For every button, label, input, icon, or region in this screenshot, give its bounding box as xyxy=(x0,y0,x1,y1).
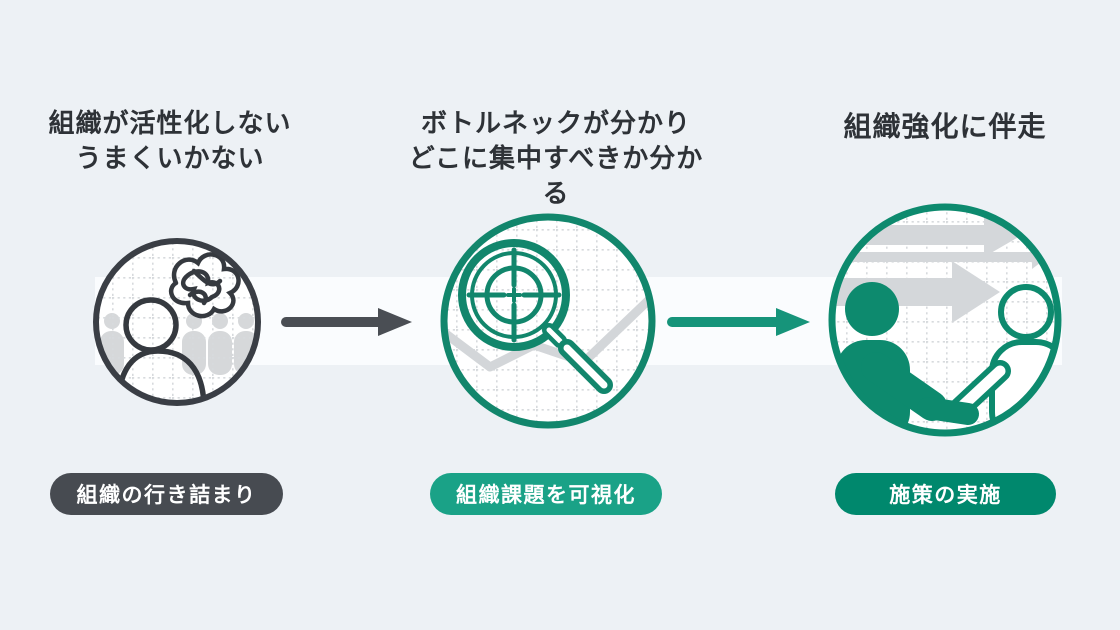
step1-heading-line1: 組織が活性化しない xyxy=(48,108,292,138)
handshake-icon xyxy=(828,203,1062,437)
arrow-teal-icon xyxy=(667,308,810,336)
arrow-step2-to-step3 xyxy=(664,304,816,345)
step1-heading-line2: うまくいかない xyxy=(75,143,265,173)
step3-heading: 組織強化に伴走 xyxy=(795,109,1095,144)
magnifier-handle xyxy=(542,323,613,394)
circle-ring xyxy=(440,213,656,429)
circle-ring xyxy=(93,238,261,406)
step2-heading-line2: どこに集中すべきか分かる xyxy=(408,143,704,208)
circle-ring xyxy=(828,203,1062,437)
step1-label-pill: 組織の行き詰まり xyxy=(50,473,283,515)
step2-circle xyxy=(436,209,660,438)
magnifier-target-icon xyxy=(440,213,656,429)
step1-label: 組織の行き詰まり xyxy=(76,484,257,507)
step3-heading-line1: 組織強化に伴走 xyxy=(843,111,1047,142)
step2-label: 組織課題を可視化 xyxy=(456,484,636,507)
step3-label-pill: 施策の実施 xyxy=(835,473,1056,515)
arrow-step1-to-step2 xyxy=(278,304,418,345)
step3-circle xyxy=(826,201,1064,444)
confused-person-icon xyxy=(93,238,261,406)
step2-heading-line1: ボトルネックが分かり xyxy=(420,108,691,138)
step1-heading: 組織が活性化しない うまくいかない xyxy=(20,106,320,176)
scribble-tangle-icon xyxy=(168,252,241,319)
magnifier-icon xyxy=(458,239,613,394)
step2-label-pill: 組織課題を可視化 xyxy=(430,473,662,515)
step3-label: 施策の実施 xyxy=(889,484,1002,507)
step2-heading: ボトルネックが分かり どこに集中すべきか分かる xyxy=(406,106,706,211)
arrow-dark-icon xyxy=(281,308,412,336)
step1-circle xyxy=(92,237,262,412)
